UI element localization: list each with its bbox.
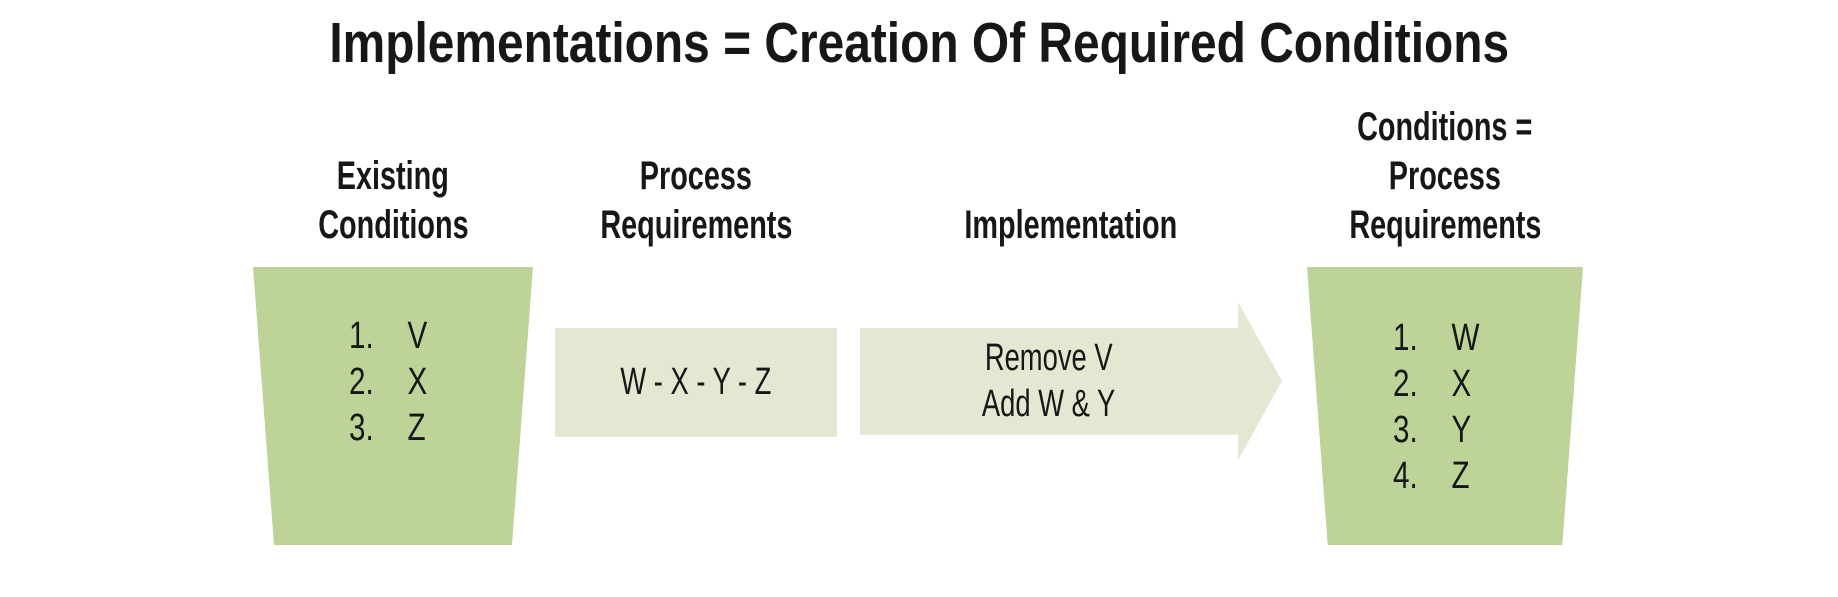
implementation-header: Implementation [860, 201, 1282, 250]
process-requirements-shape: W - X - Y - Z [555, 328, 837, 437]
header-line: Existing [336, 154, 450, 198]
implementation-action-line: Add W & Y [982, 383, 1116, 425]
list-item-value: Y [1451, 409, 1472, 451]
list-item: 1. V [349, 313, 427, 359]
diagram-title: Implementations = Creation Of Required C… [0, 12, 1838, 75]
list-item-value: V [407, 315, 428, 357]
implementation-action-line: Remove V [985, 337, 1113, 379]
existing-conditions-list: 1. V 2. X 3. Z [349, 313, 427, 451]
list-item-number: 2. [1393, 363, 1418, 405]
header-line: Requirements [1348, 203, 1542, 247]
implementation-actions: Remove V Add W & Y [860, 302, 1238, 460]
existing-conditions-shape: 1. V 2. X 3. Z [253, 267, 533, 545]
header-line: Conditions [317, 203, 469, 247]
list-item-number: 3. [349, 407, 374, 449]
list-item-value: X [407, 361, 428, 403]
resulting-conditions-header: Conditions = Process Requirements [1307, 103, 1583, 250]
list-item: 3. Z [349, 405, 427, 451]
header-line: Process [1388, 154, 1502, 198]
list-item-value: Z [407, 407, 426, 449]
list-item: 3. Y [1393, 407, 1479, 453]
existing-conditions-header: Existing Conditions [253, 152, 533, 250]
process-requirements-value: W - X - Y - Z [620, 361, 772, 403]
list-item-number: 3. [1393, 409, 1418, 451]
list-item-number: 1. [349, 315, 374, 357]
list-item: 2. X [349, 359, 427, 405]
implementation-arrow-shape: Remove V Add W & Y [860, 302, 1282, 460]
list-item: 2. X [1393, 361, 1479, 407]
header-line: Process [639, 154, 753, 198]
header-line: Implementation [964, 203, 1178, 247]
list-item-number: 2. [349, 361, 374, 403]
resulting-conditions-list: 1. W 2. X 3. Y 4. Z [1393, 315, 1479, 499]
list-item: 4. Z [1393, 453, 1479, 499]
process-requirements-header: Process Requirements [555, 152, 837, 250]
header-line: Conditions = [1357, 105, 1533, 149]
resulting-conditions-shape: 1. W 2. X 3. Y 4. Z [1307, 267, 1583, 545]
list-item-value: X [1451, 363, 1472, 405]
diagram-title-text: Implementations = Creation Of Required C… [329, 11, 1509, 75]
header-line: Requirements [599, 203, 793, 247]
list-item-value: Z [1451, 455, 1470, 497]
list-item-number: 4. [1393, 455, 1418, 497]
list-item-value: W [1451, 317, 1480, 359]
list-item: 1. W [1393, 315, 1479, 361]
list-item-number: 1. [1393, 317, 1418, 359]
